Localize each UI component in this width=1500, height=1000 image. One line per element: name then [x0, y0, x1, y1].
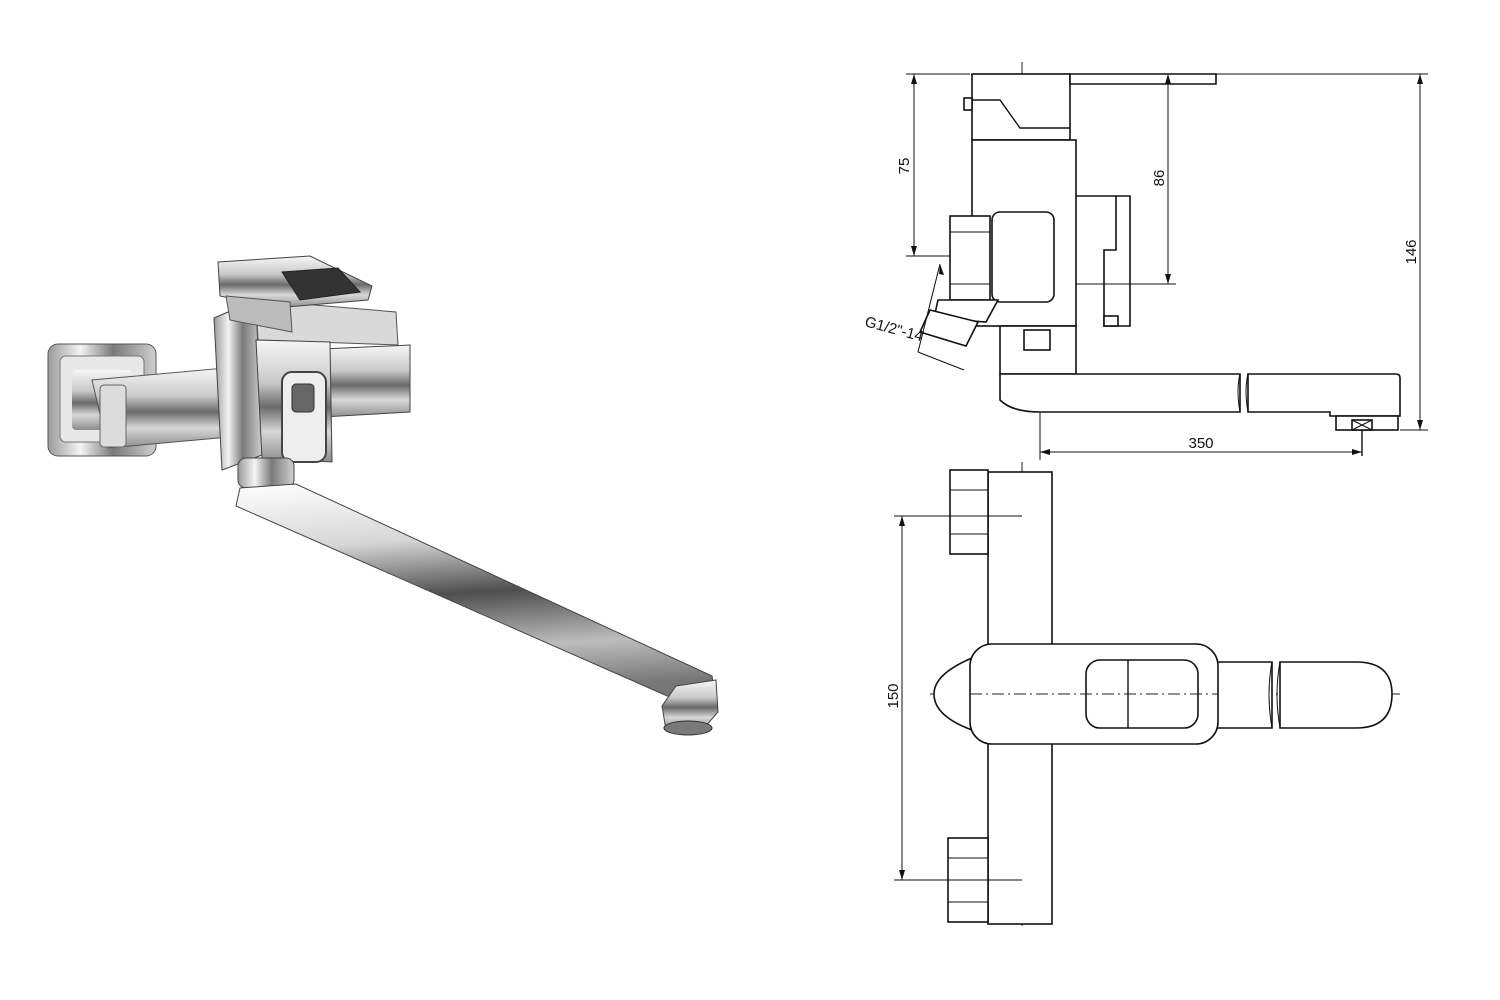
dim-75: 75 [896, 158, 913, 175]
thread-label: G1/2"-14 [863, 313, 925, 345]
dim-350: 350 [1188, 435, 1213, 452]
side-view-drawing: 75 86 146 350 G1/2"-14 [863, 62, 1428, 460]
dim-146: 146 [1403, 239, 1420, 264]
spout [235, 457, 719, 736]
faucet-photo [47, 255, 719, 736]
dim-86: 86 [1151, 170, 1168, 187]
dim-150: 150 [885, 683, 902, 708]
mixer-handle [217, 255, 373, 333]
top-view-drawing: 150 [885, 462, 1400, 926]
mixer-body [213, 299, 411, 471]
